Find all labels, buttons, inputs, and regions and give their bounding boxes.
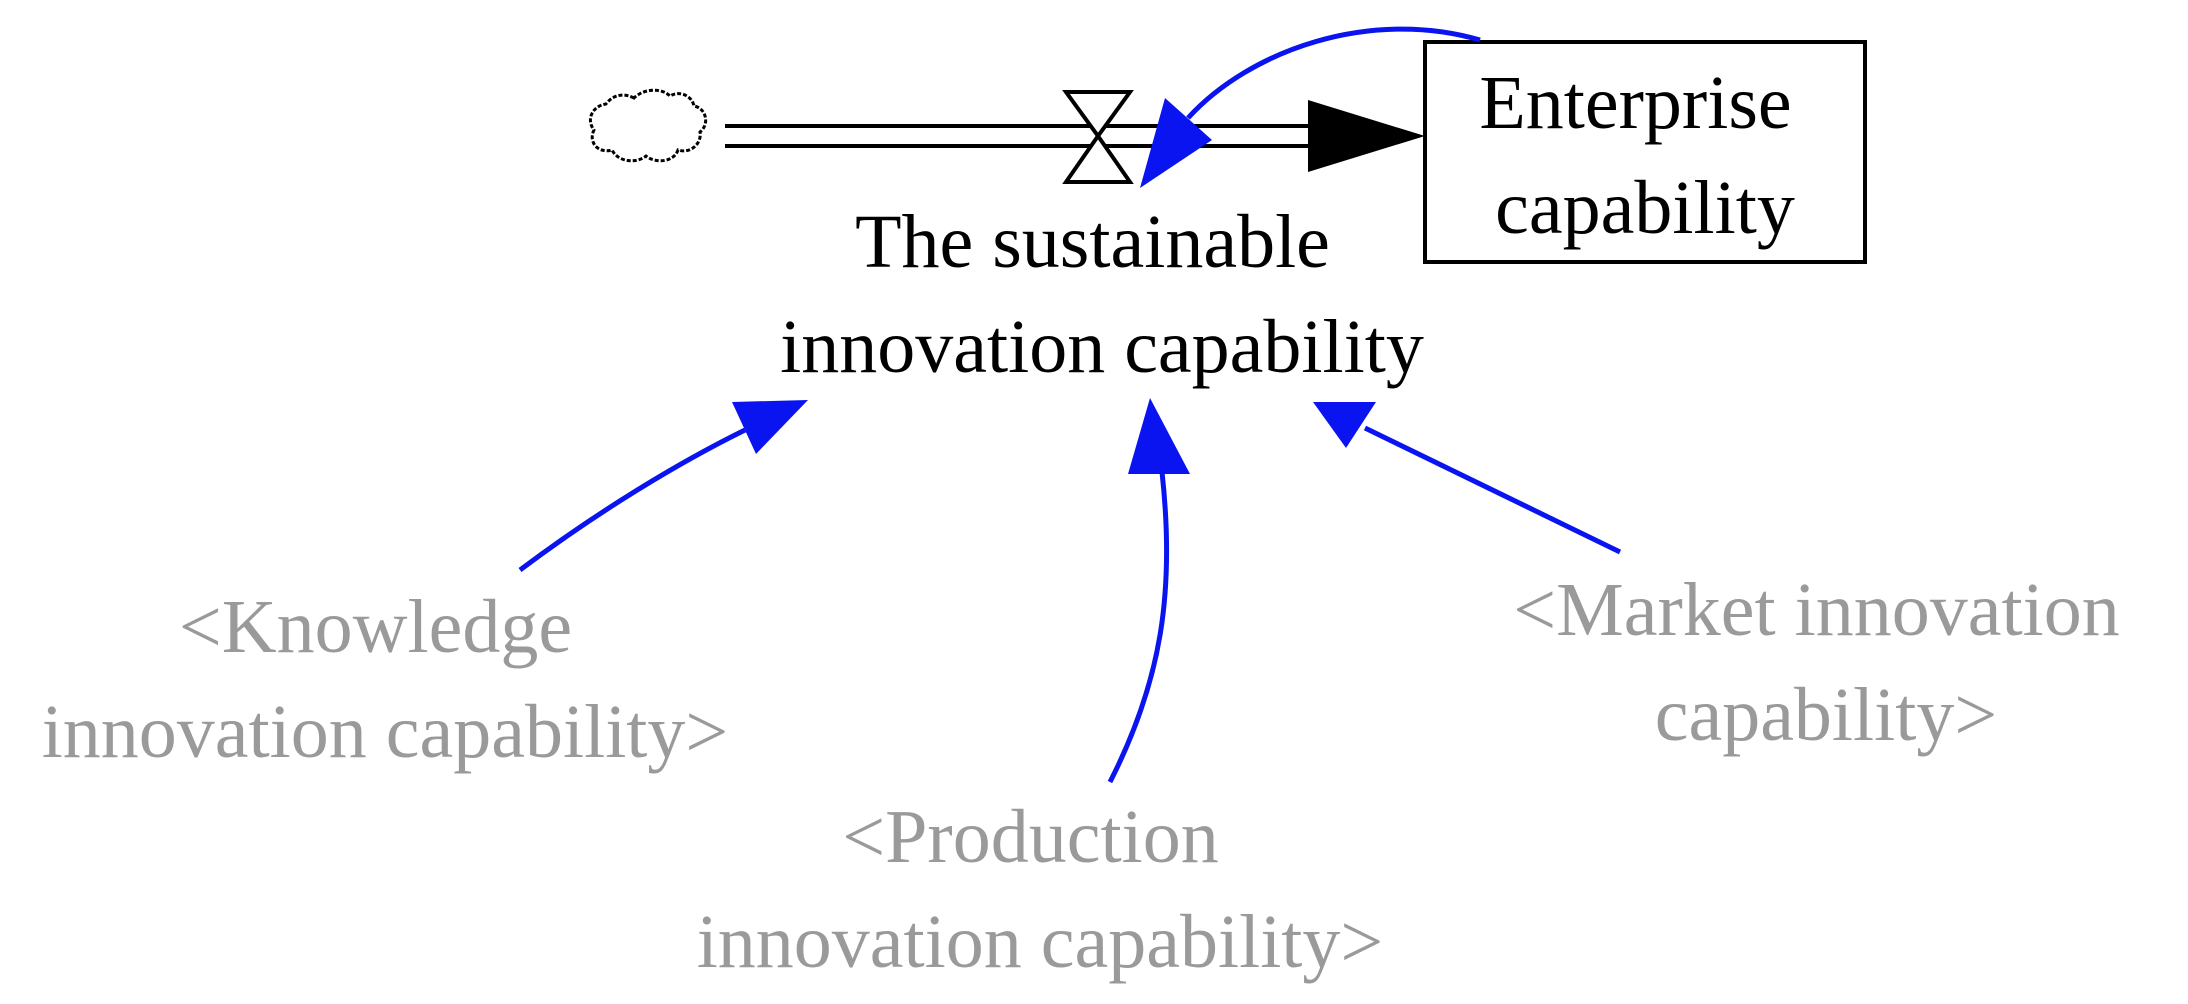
link-knowledge-to-flow bbox=[518, 427, 747, 573]
production-label-line1: <Production bbox=[842, 795, 1218, 879]
valve-icon bbox=[1062, 90, 1134, 184]
link-market-to-flow bbox=[1363, 425, 1622, 555]
link-stock-to-flow bbox=[1186, 26, 1481, 120]
link-production-to-flow bbox=[1107, 471, 1170, 784]
arrowhead-production-link bbox=[1128, 398, 1190, 474]
arrowhead-knowledge-link bbox=[732, 400, 808, 454]
knowledge-label-line1: <Knowledge bbox=[179, 585, 572, 669]
cloud-icon bbox=[589, 88, 708, 163]
flow-label-line2: innovation capability bbox=[780, 305, 1424, 389]
stock-label-line2: capability bbox=[1495, 166, 1795, 250]
market-shadow-label: <Market innovation capability> bbox=[1513, 568, 2138, 757]
market-label-line2: capability> bbox=[1655, 673, 1998, 757]
flow-label-line1: The sustainable bbox=[855, 200, 1330, 284]
stock-box[interactable] bbox=[1423, 40, 1867, 264]
stock-label-line1: Enterprise bbox=[1479, 61, 1791, 145]
knowledge-label-line2: innovation capability> bbox=[42, 690, 729, 774]
arrowhead-stock-link bbox=[1140, 98, 1212, 188]
stock-label: Enterprise capability bbox=[1479, 61, 1810, 250]
knowledge-shadow-label: <Knowledge innovation capability> bbox=[42, 585, 729, 774]
flow-label: The sustainable innovation capability bbox=[780, 200, 1424, 389]
production-label-line2: innovation capability> bbox=[697, 900, 1384, 984]
production-shadow-label: <Production innovation capability> bbox=[697, 795, 1384, 984]
flow-arrowhead bbox=[1308, 100, 1425, 172]
arrowhead-market-link bbox=[1313, 402, 1376, 448]
flow-pipe bbox=[725, 124, 1315, 148]
market-label-line1: <Market innovation bbox=[1513, 568, 2119, 652]
